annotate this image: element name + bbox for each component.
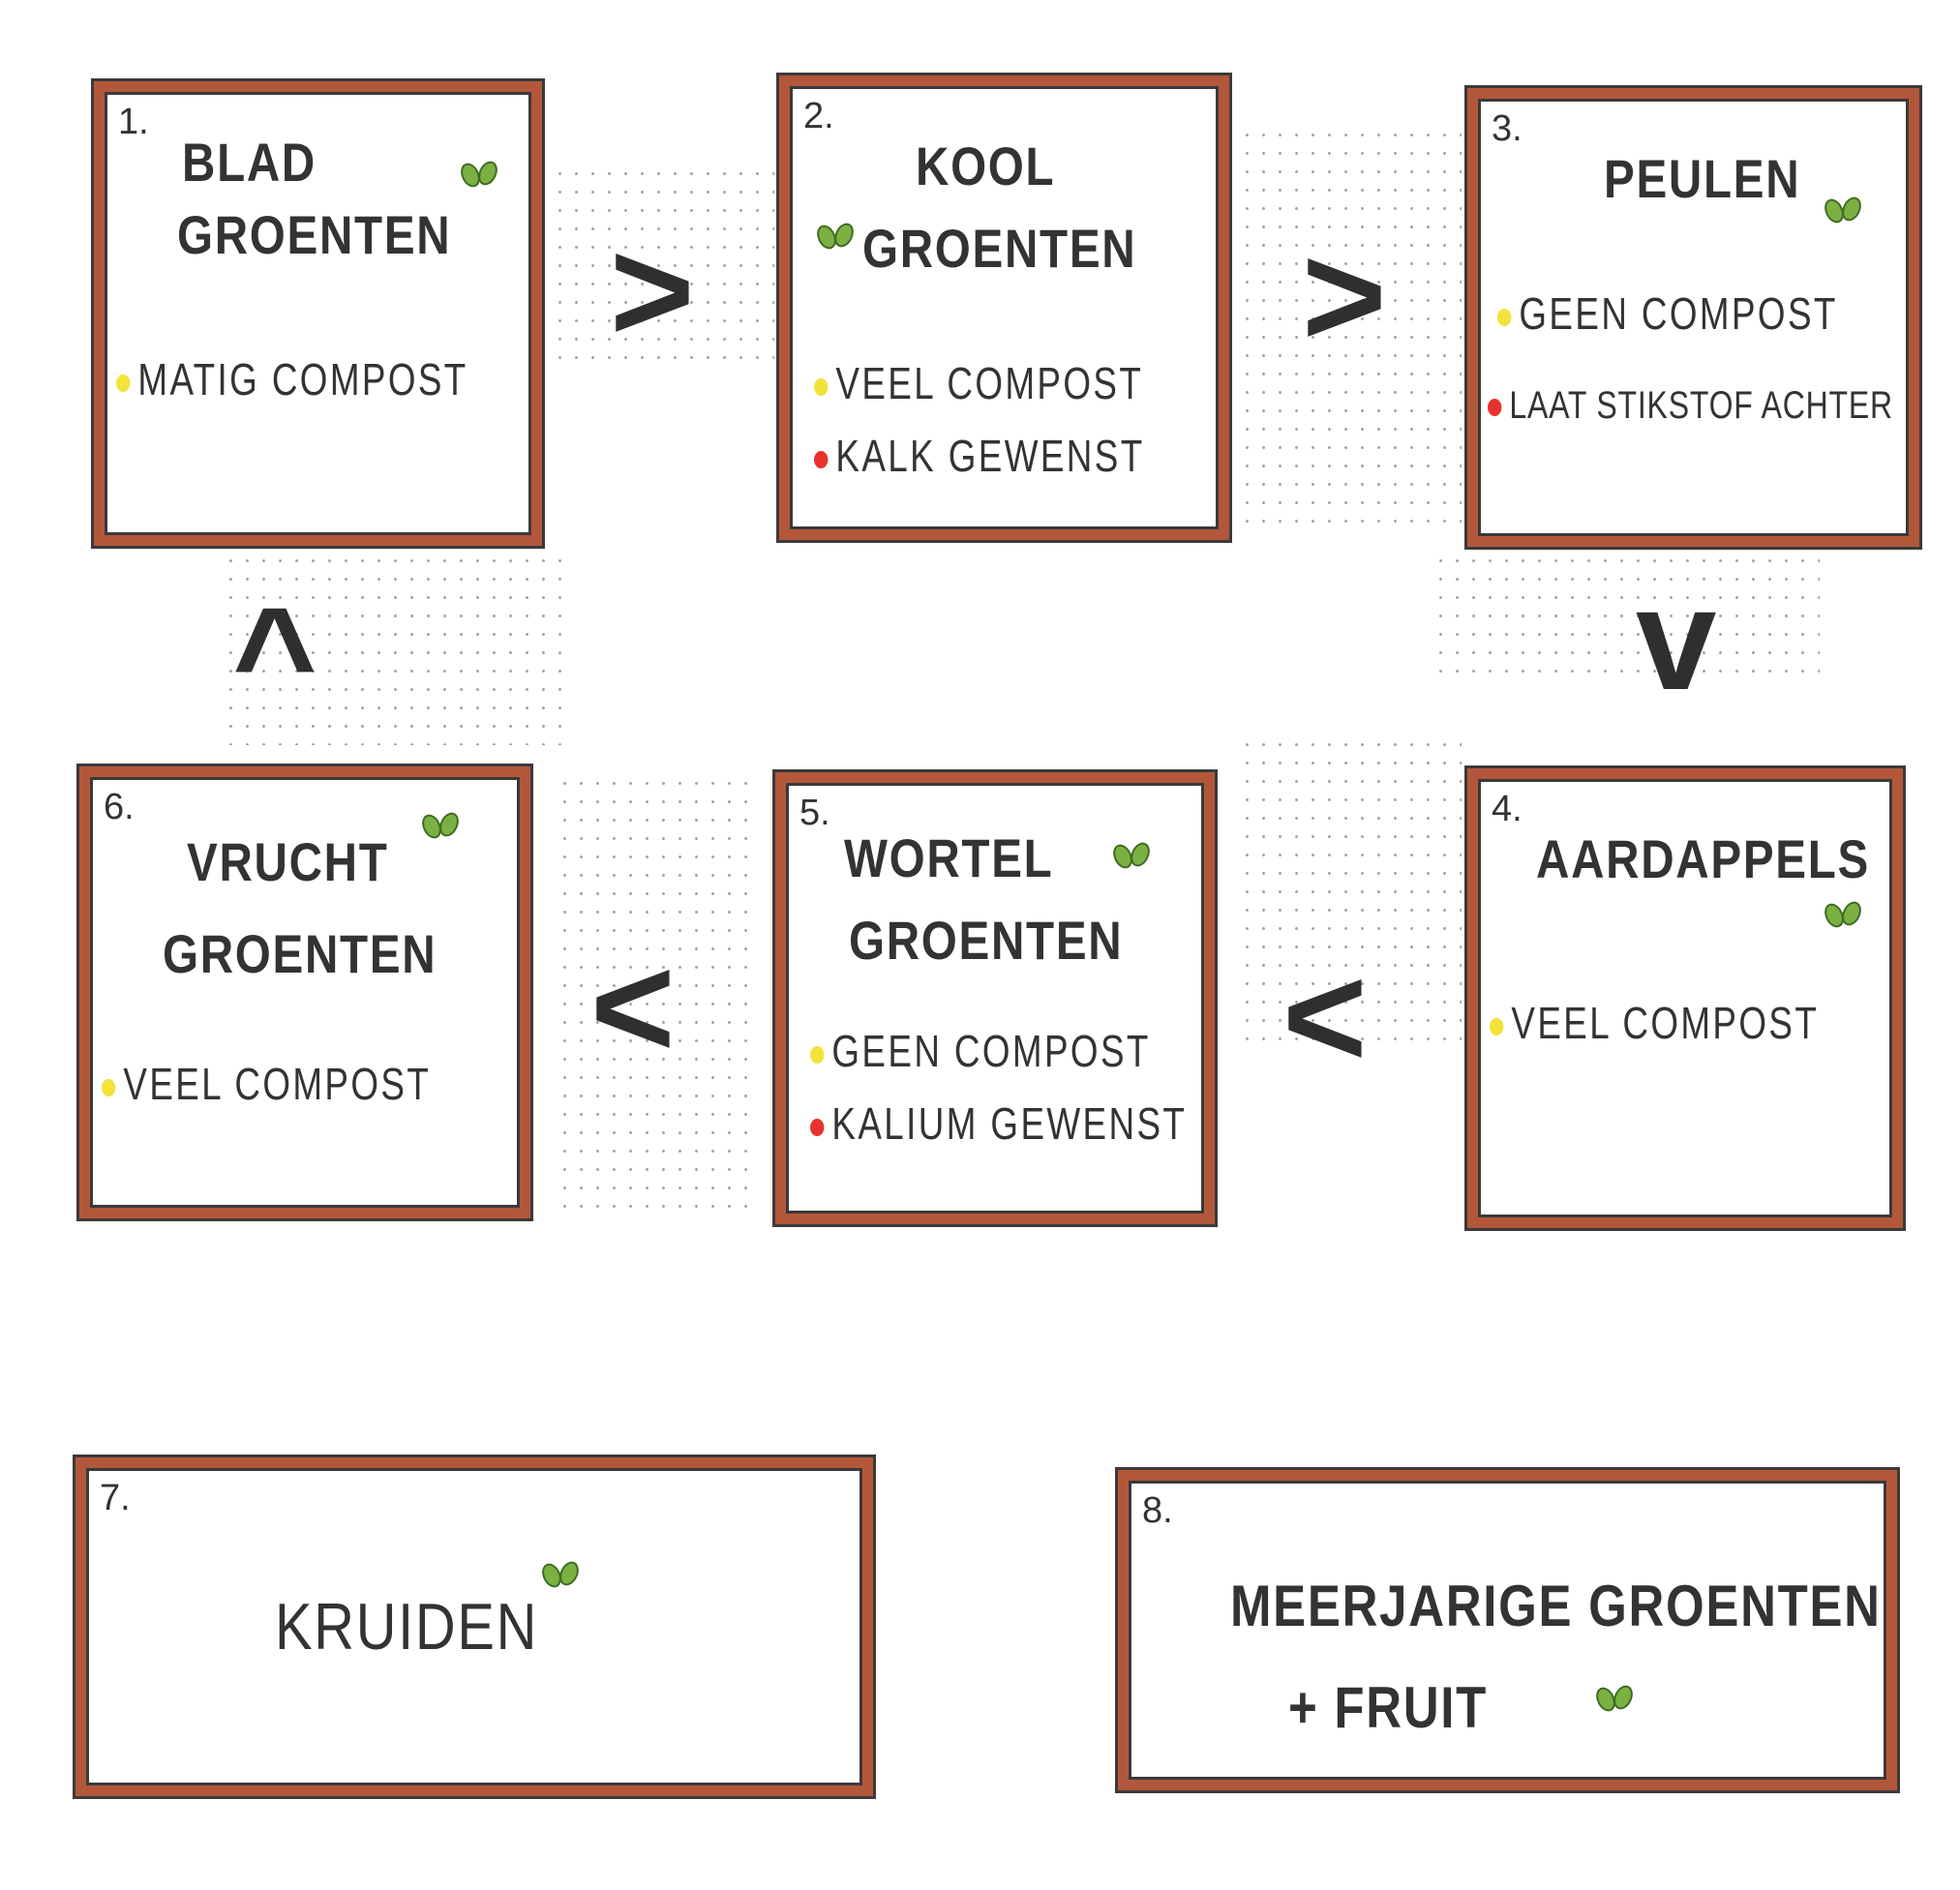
note-compost: VEEL COMPOST — [102, 1058, 431, 1110]
red-dot-icon — [1488, 399, 1502, 417]
leaf-icon — [419, 811, 462, 840]
leaf-icon — [539, 1560, 582, 1589]
yellow-dot-icon — [116, 374, 131, 392]
leaf-icon — [1110, 841, 1153, 870]
box-title: GROENTEN — [849, 910, 1124, 971]
box-title: BLAD — [182, 132, 317, 193]
red-dot-icon — [810, 1118, 825, 1136]
dotted-path — [223, 552, 561, 745]
box-aardappels: 4. AARDAPPELS VEEL COMPOST — [1467, 768, 1903, 1228]
box-vrucht-groenten: 6. VRUCHT GROENTEN VEEL COMPOST — [79, 766, 530, 1218]
box-title: + FRUIT — [1288, 1675, 1488, 1740]
note-text: KALK GEWENST — [835, 431, 1145, 481]
leaf-icon — [814, 222, 857, 251]
box-title: KOOL — [916, 135, 1056, 196]
note-text: KALIUM GEWENST — [831, 1098, 1188, 1149]
box-blad-groenten: 1. BLAD GROENTEN MATIG COMPOST — [94, 81, 542, 546]
arrow-left-icon: < — [590, 925, 676, 1088]
box-title: GROENTEN — [177, 204, 452, 265]
arrow-right-icon: > — [610, 209, 695, 372]
box-title: GROENTEN — [862, 218, 1137, 279]
red-dot-icon — [814, 450, 829, 468]
box-title: AARDAPPELS — [1536, 828, 1870, 889]
box-number: 5. — [799, 793, 830, 833]
note-text: GEEN COMPOST — [1519, 288, 1838, 339]
note-compost: GEEN COMPOST — [1497, 287, 1838, 340]
yellow-dot-icon — [102, 1078, 116, 1096]
box-number: 1. — [118, 102, 149, 142]
box-meerjarige-groenten: 8. MEERJARIGE GROENTEN + FRUIT — [1118, 1470, 1897, 1790]
yellow-dot-icon — [814, 377, 829, 396]
yellow-dot-icon — [1490, 1017, 1504, 1035]
box-kool-groenten: 2. KOOL GROENTEN VEEL COMPOST KALK GEWEN… — [779, 75, 1229, 540]
note-compost: MATIG COMPOST — [116, 353, 468, 405]
box-wortel-groenten: 5. WORTEL GROENTEN GEEN COMPOST KALIUM G… — [775, 772, 1215, 1224]
arrow-down-icon: v — [1636, 557, 1717, 720]
leaf-icon — [1593, 1684, 1636, 1713]
box-title: KRUIDEN — [275, 1590, 539, 1664]
box-number: 3. — [1492, 108, 1523, 149]
note-compost: VEEL COMPOST — [1490, 997, 1819, 1049]
note-text: GEEN COMPOST — [831, 1026, 1151, 1076]
leaf-icon — [458, 160, 500, 189]
box-number: 4. — [1492, 789, 1523, 829]
arrow-left-icon: < — [1282, 935, 1368, 1097]
arrow-up-icon: ^ — [232, 577, 317, 739]
yellow-dot-icon — [810, 1045, 825, 1064]
note-text: VEEL COMPOST — [123, 1059, 432, 1109]
box-title: PEULEN — [1604, 148, 1801, 209]
dotted-path — [1239, 126, 1462, 532]
dotted-path — [1239, 735, 1462, 1055]
note-text: VEEL COMPOST — [1511, 998, 1820, 1048]
leaf-icon — [1822, 900, 1864, 929]
note-text: LAAT STIKSTOF ACHTER — [1509, 384, 1893, 427]
box-number: 7. — [100, 1478, 131, 1518]
dotted-path — [557, 774, 760, 1210]
box-peulen: 3. PEULEN GEEN COMPOST LAAT STIKSTOF ACH… — [1467, 88, 1919, 547]
box-number: 6. — [104, 787, 135, 827]
yellow-dot-icon — [1497, 308, 1512, 326]
box-kruiden: 7. KRUIDEN — [75, 1457, 873, 1796]
note-text: MATIG COMPOST — [137, 354, 468, 405]
note-compost: GEEN COMPOST — [810, 1025, 1151, 1077]
note-text: VEEL COMPOST — [835, 358, 1144, 408]
box-title: MEERJARIGE GROENTEN — [1230, 1574, 1882, 1638]
box-number: 8. — [1142, 1490, 1173, 1531]
note-kalk: KALK GEWENST — [814, 430, 1145, 482]
arrow-right-icon: > — [1302, 214, 1387, 376]
box-title: VRUCHT — [187, 831, 389, 892]
leaf-icon — [1822, 195, 1864, 225]
note-compost: VEEL COMPOST — [814, 357, 1143, 409]
note-stikstof: LAAT STIKSTOF ACHTER — [1488, 384, 1893, 428]
box-title: WORTEL — [844, 827, 1054, 888]
box-title: GROENTEN — [163, 923, 437, 984]
box-number: 2. — [803, 96, 834, 136]
dotted-path — [552, 165, 774, 368]
note-kalium: KALIUM GEWENST — [810, 1097, 1187, 1150]
dotted-path — [1432, 552, 1820, 677]
